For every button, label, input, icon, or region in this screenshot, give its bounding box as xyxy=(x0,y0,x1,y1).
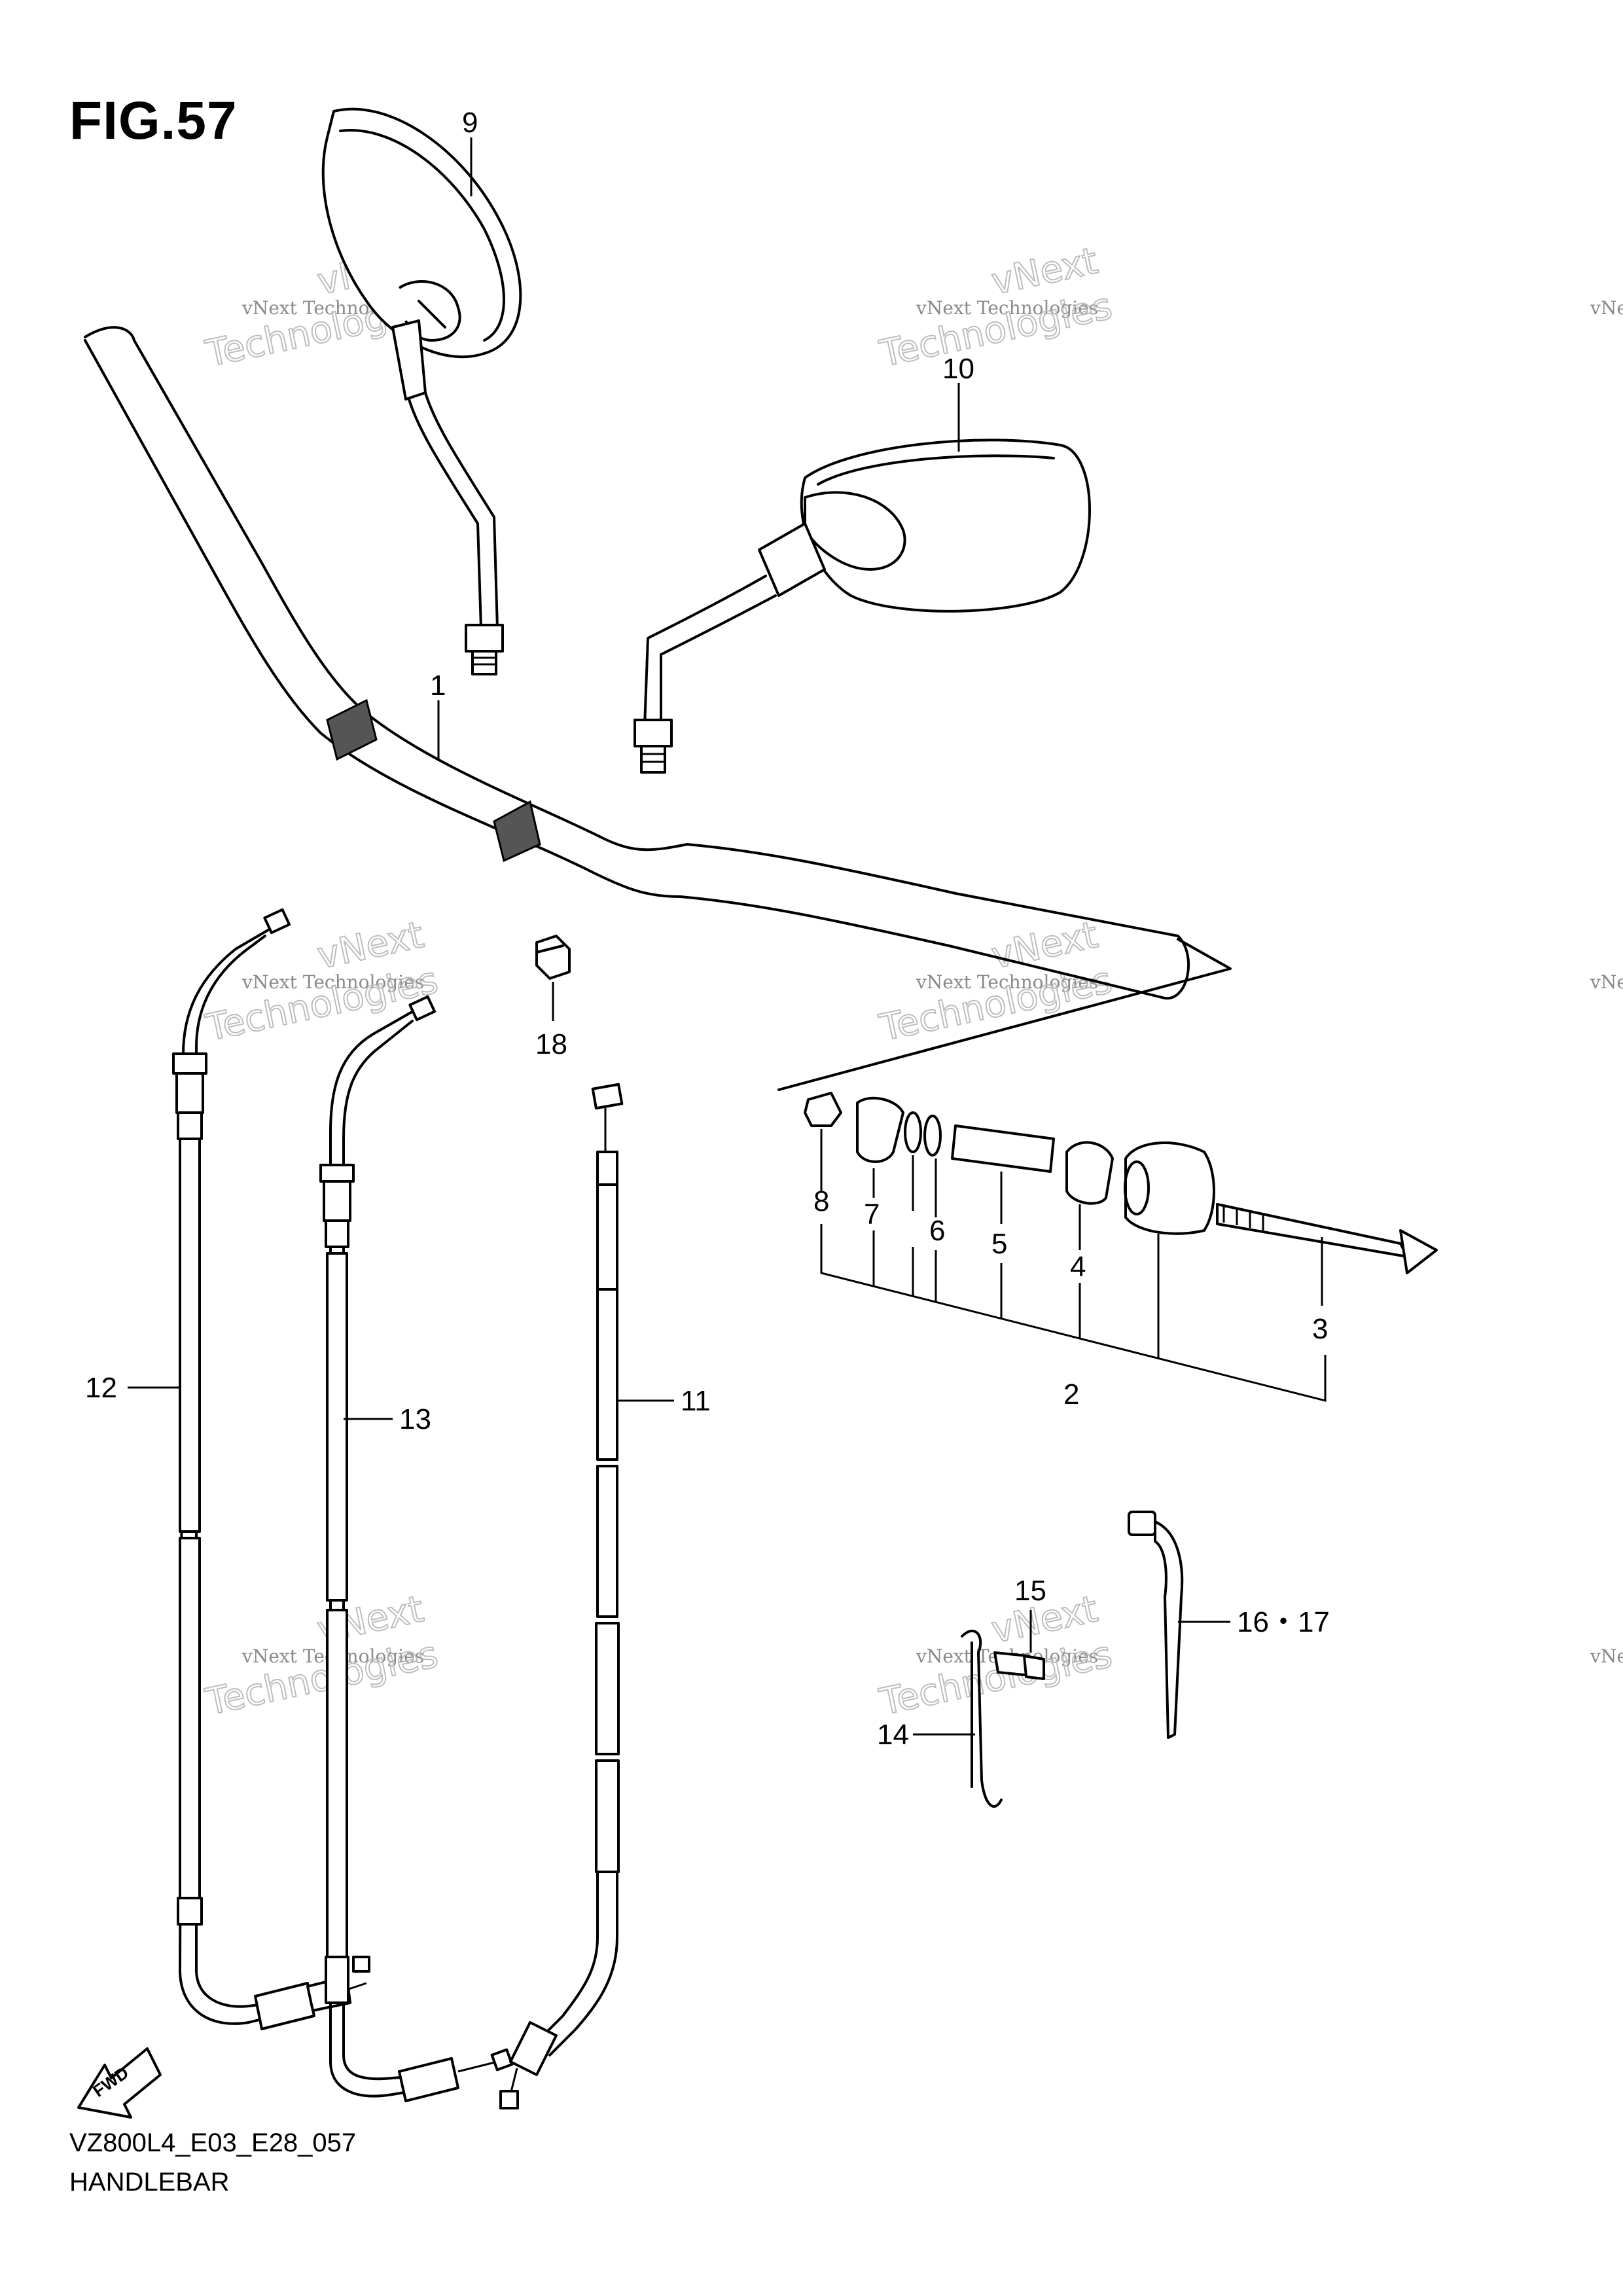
callout-7: 7 xyxy=(864,1198,880,1230)
cable-12 xyxy=(172,908,367,2030)
callout-4: 4 xyxy=(1070,1251,1086,1283)
callout-10: 10 xyxy=(942,353,974,385)
handlebar xyxy=(84,326,1232,1091)
callout-12: 12 xyxy=(85,1372,117,1404)
callout-8: 8 xyxy=(813,1185,829,1217)
fwd-badge: FWD xyxy=(77,2047,162,2119)
callout-6: 6 xyxy=(929,1215,945,1247)
callout-5: 5 xyxy=(991,1228,1007,1260)
leader-lines xyxy=(128,137,1327,1736)
callout-labels: 9 10 1 18 8 7 6 5 4 3 2 12 13 11 15 14 1… xyxy=(85,107,1330,1751)
watermark-text: vNext Technologies xyxy=(1590,971,1623,993)
figure-title: FIG.57 xyxy=(69,91,238,151)
cable-13 xyxy=(319,995,514,2102)
handlebar-weight-assembly xyxy=(804,1092,1438,1274)
diagram-caption: HANDLEBAR xyxy=(69,2168,230,2197)
callout-9: 9 xyxy=(462,107,478,139)
callout-13: 13 xyxy=(399,1403,431,1435)
cable-11 xyxy=(499,1083,624,2109)
callout-15: 15 xyxy=(1014,1575,1046,1607)
callout-1: 1 xyxy=(430,670,446,702)
callout-11: 11 xyxy=(681,1385,711,1417)
watermark-text: vNext Technologies xyxy=(1590,1645,1623,1667)
left-mirror xyxy=(321,107,522,675)
callout-2: 2 xyxy=(1063,1378,1079,1410)
watermark-text: vNext Technologies xyxy=(1590,297,1623,319)
callout-16-17: 16・17 xyxy=(1237,1606,1330,1638)
clamp-18 xyxy=(535,935,571,980)
watermark-text: vNext Technologies xyxy=(916,297,1098,319)
right-mirror xyxy=(633,439,1091,774)
callout-14: 14 xyxy=(877,1719,909,1751)
callout-18: 18 xyxy=(535,1028,567,1060)
watermark-text: vNext Technologies xyxy=(241,971,424,993)
model-code: VZ800L4_E03_E28_057 xyxy=(69,2128,357,2157)
cable-tie-16-17 xyxy=(1128,1511,1184,1739)
bracket-14-bolt-15 xyxy=(961,1630,1045,1808)
callout-3: 3 xyxy=(1312,1313,1328,1345)
